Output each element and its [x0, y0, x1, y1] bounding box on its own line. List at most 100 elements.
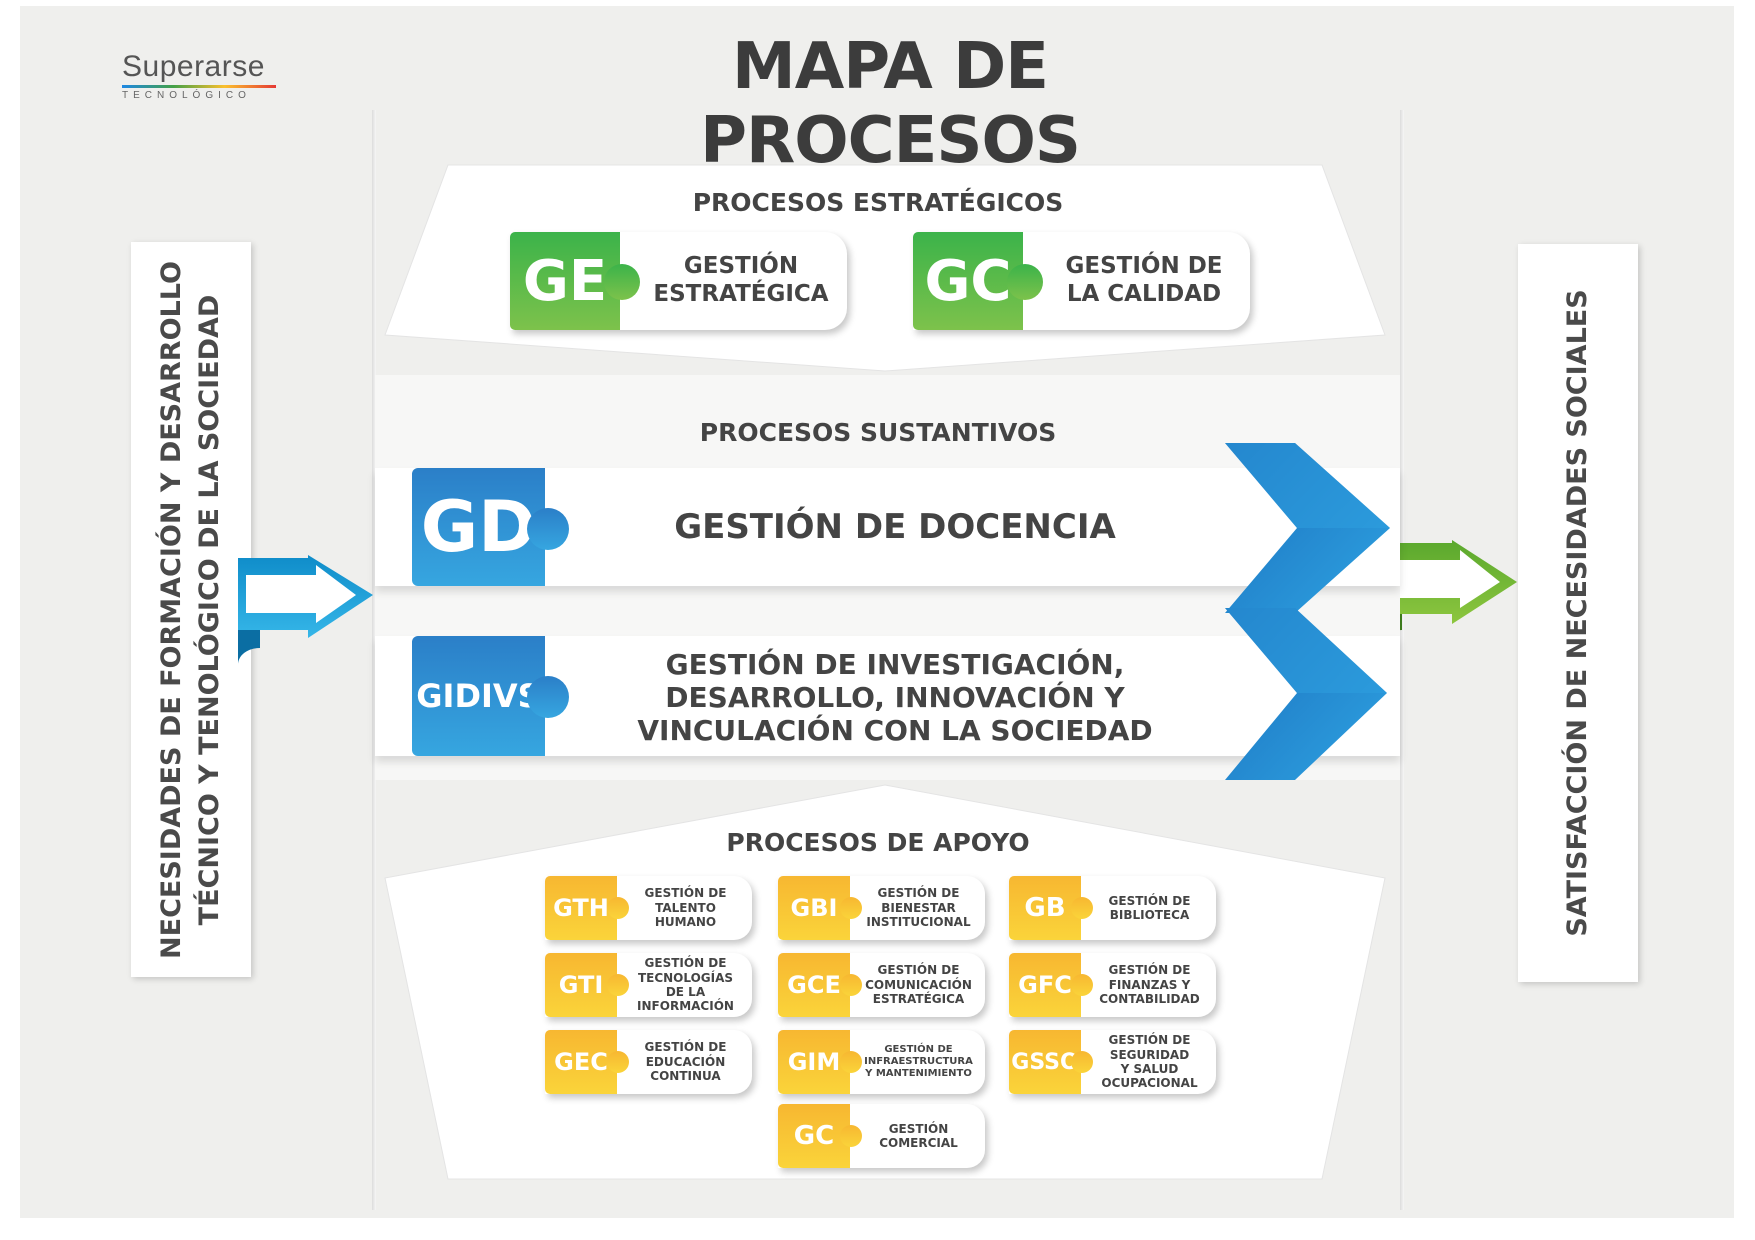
support-label-line: Y MANTENIMIENTO — [865, 1068, 972, 1079]
support-abbr: GCE — [778, 953, 850, 1017]
substantive-label-gidivs: GESTIÓN DE INVESTIGACIÓN, DESARROLLO, IN… — [605, 648, 1185, 747]
puzzle-knob-icon — [840, 974, 862, 996]
support-label-line: OCUPACIONAL — [1101, 1076, 1198, 1091]
support-abbr: GTH — [545, 876, 617, 940]
logo-subtitle: TECNOLÓGICO — [122, 90, 251, 101]
support-label-line: GESTIÓN DE — [877, 963, 960, 978]
puzzle-knob-icon — [840, 897, 862, 919]
substantive-label-gd: GESTIÓN DE DOCENCIA — [674, 507, 1116, 547]
support-label-line: GESTIÓN DE — [1108, 963, 1191, 978]
support-abbr: GFC — [1009, 953, 1081, 1017]
left-divider — [372, 110, 376, 1210]
input-arrow-icon — [238, 555, 373, 665]
support-label-line: Y SALUD — [1120, 1062, 1179, 1076]
input-needs-line2: TÉCNICO Y TENOLÓGICO DE LA SOCIEDAD — [194, 294, 225, 925]
puzzle-knob-icon — [527, 508, 569, 550]
support-label-line: CONTABILIDAD — [1099, 992, 1200, 1007]
strategic-label-gc-line1: GESTIÓN DE — [1065, 253, 1223, 280]
strategic-label-ge-line2: ESTRATÉGICA — [653, 281, 829, 307]
support-abbr: GTI — [545, 953, 617, 1017]
support-section-title: PROCESOS DE APOYO — [726, 828, 1030, 857]
substantive-band-gd[interactable]: GD GESTIÓN DE DOCENCIA — [375, 468, 1400, 586]
output-arrow-icon — [1382, 540, 1517, 645]
support-label-line: GESTIÓN DE — [877, 886, 960, 901]
support-label-line: GESTIÓN DE — [644, 956, 727, 971]
substantive-label-gidivs-line1: GESTIÓN DE INVESTIGACIÓN, — [665, 648, 1125, 681]
puzzle-knob-icon — [1071, 974, 1093, 996]
support-label-line: HUMANO — [654, 915, 717, 930]
substantive-label-gidivs-line3: VINCULACIÓN CON LA SOCIEDAD — [637, 714, 1153, 747]
substantive-label-gidivs-line2: DESARROLLO, INNOVACIÓN Y — [665, 681, 1125, 714]
puzzle-knob-icon — [1071, 1051, 1093, 1073]
puzzle-knob-icon — [840, 1125, 862, 1147]
support-label-line: GESTIÓN DE — [644, 886, 727, 901]
puzzle-knob-icon — [1007, 264, 1043, 300]
support-label-line: EDUCACIÓN — [645, 1054, 726, 1069]
support-label-line: COMERCIAL — [879, 1136, 958, 1150]
superarse-logo: Superarse TECNOLÓGICO — [122, 50, 282, 101]
support-label-line: COMUNICACIÓN — [865, 977, 972, 992]
puzzle-knob-icon — [1071, 897, 1093, 919]
support-abbr: GSSO — [1009, 1030, 1081, 1094]
page-title: MAPA DE PROCESOS — [700, 30, 1081, 178]
puzzle-knob-icon — [607, 974, 629, 996]
support-label-line: CONTINUA — [650, 1069, 721, 1084]
puzzle-knob-icon — [840, 1051, 862, 1073]
substantive-band-gidivs[interactable]: GIDIVS GESTIÓN DE INVESTIGACIÓN, DESARRO… — [375, 636, 1400, 756]
support-abbr: GBI — [778, 876, 850, 940]
substantive-section-title: PROCESOS SUSTANTIVOS — [699, 418, 1057, 447]
support-label-line: TALENTO — [655, 900, 716, 915]
strategic-section-title: PROCESOS ESTRATÉGICOS — [692, 188, 1064, 217]
output-satisfaction-panel: SATISFACCIÓN DE NECESIDADES SOCIALES — [1518, 244, 1638, 982]
support-label-line: TECNOLOGÍAS — [637, 970, 734, 985]
support-label-line: INSTITUCIONAL — [866, 915, 971, 930]
support-label-line: GESTIÓN DE — [1108, 893, 1191, 908]
output-satisfaction-text: SATISFACCIÓN DE NECESIDADES SOCIALES — [1559, 289, 1597, 936]
chevron-right-icon — [1225, 443, 1390, 780]
logo-name: Superarse — [122, 50, 265, 83]
support-abbr: GEC — [545, 1030, 617, 1094]
strategic-abbr-ge: GE — [510, 232, 620, 330]
support-label-line: BIBLIOTECA — [1109, 908, 1190, 922]
support-label-line: GESTIÓN DE — [644, 1040, 727, 1055]
input-needs-line1: NECESIDADES DE FORMACIÓN Y DESARROLLO — [156, 260, 187, 959]
support-label-line: ESTRATÉGICA — [872, 992, 965, 1007]
right-divider — [1400, 110, 1404, 1210]
puzzle-knob-icon — [527, 676, 569, 718]
strategic-label-ge-line1: GESTIÓN — [683, 253, 799, 280]
support-label-line: INFRAESTRUCTURA — [864, 1056, 973, 1067]
input-needs-panel: NECESIDADES DE FORMACIÓN Y DESARROLLO TÉ… — [131, 242, 251, 977]
substantive-abbr-gidivs: GIDIVS — [412, 636, 545, 756]
strategic-label-gc-line2: LA CALIDAD — [1066, 281, 1222, 307]
support-label-line: GESTIÓN DE — [1108, 1033, 1191, 1048]
support-label-line: DE LA — [665, 985, 706, 999]
support-label-line: GESTIÓN — [888, 1121, 949, 1136]
support-abbr: GB — [1009, 876, 1081, 940]
strategic-abbr-gc: GC — [913, 232, 1023, 330]
support-abbr: GIM — [778, 1030, 850, 1094]
support-abbr: GC — [778, 1104, 850, 1168]
support-label-line: FINANZAS Y — [1108, 977, 1191, 992]
